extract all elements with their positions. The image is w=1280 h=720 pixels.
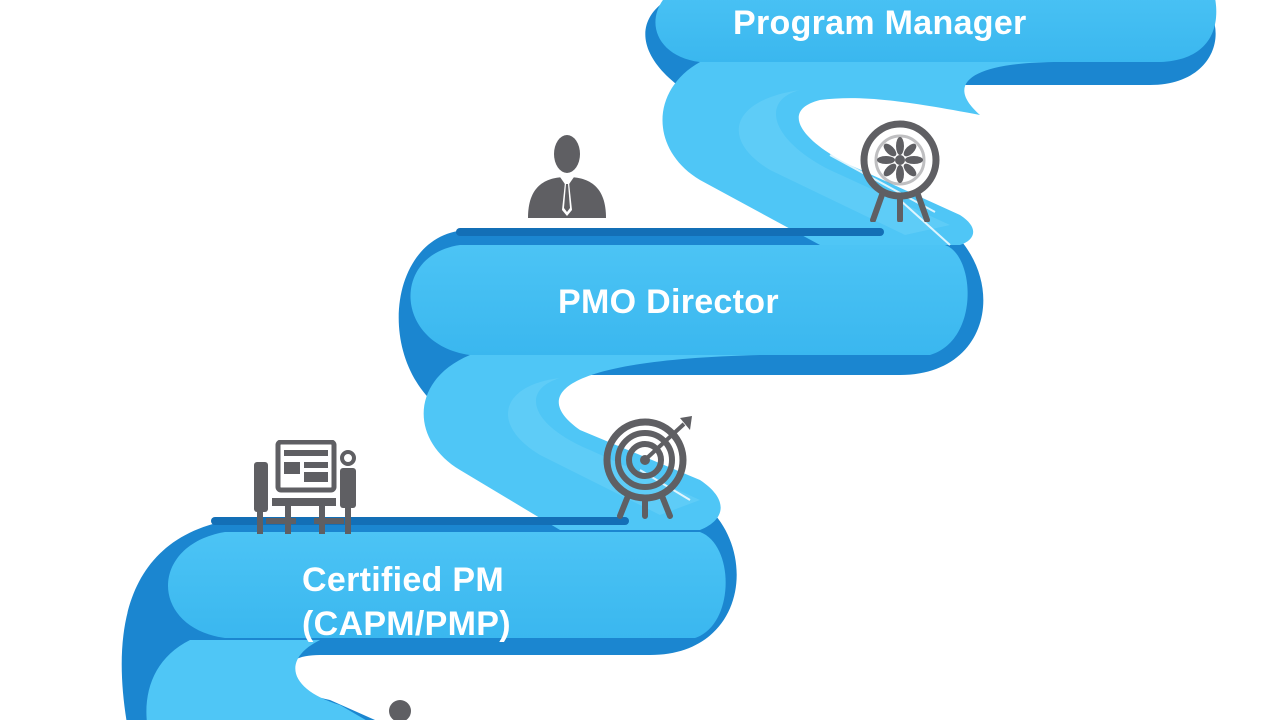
ribbon-tier-middle [410,245,968,355]
target-dart-icon [603,416,692,519]
step-label-certified-pm-line-1: Certified PM [302,561,504,599]
step-label-program-manager: Program Manager [733,4,1027,42]
flower-target-icon [860,120,940,222]
ribbon-bend-lower-shade [507,378,700,515]
step-label-certified-pm-line-2: (CAPM/PMP) [302,605,511,643]
person-head-icon [389,700,411,720]
ribbon-tail [146,640,366,720]
ribbon-tier-top [655,0,1217,62]
step-label-certified-pm: Certified PM (CAPM/PMP) [302,558,511,646]
ribbon-tier-bottom [167,532,726,638]
ribbon-bend-lower [423,355,760,530]
glint-upper [829,154,951,246]
presentation-board-icon [254,440,356,534]
businessman-icon [528,135,606,218]
step-label-pmo-director: PMO Director [558,283,779,321]
